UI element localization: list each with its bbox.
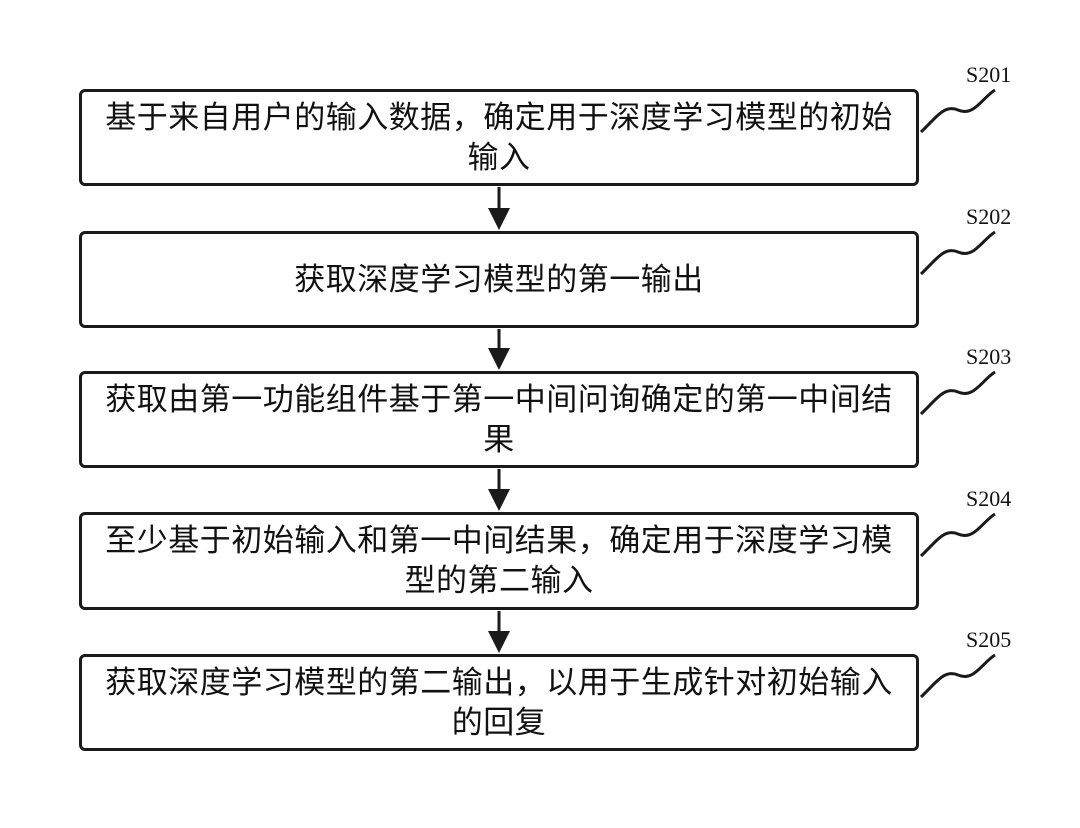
- arrow-s201-s202: [488, 187, 510, 230]
- step-label-s203: S203: [966, 344, 1012, 369]
- step-text-s203: 获取由第一功能组件基于第一中间问询确定的第一中间结果: [105, 381, 893, 458]
- step-box-s201: 基于来自用户的输入数据，确定用于深度学习模型的初始输入: [79, 89, 919, 186]
- step-box-s204: 至少基于初始输入和第一中间结果，确定用于深度学习模型的第二输入: [79, 512, 919, 610]
- step-box-s203: 获取由第一功能组件基于第一中间问询确定的第一中间结果: [79, 371, 919, 468]
- step-box-s205: 获取深度学习模型的第二输出，以用于生成针对初始输入的回复: [79, 654, 919, 751]
- step-label-s205: S205: [966, 627, 1012, 652]
- leader-curve-s201: [919, 88, 996, 134]
- step-label-s204: S204: [966, 486, 1012, 511]
- leader-curve-s202: [919, 230, 996, 276]
- arrow-s204-s205: [488, 611, 510, 653]
- step-label-s202: S202: [966, 204, 1012, 229]
- step-text-s202: 获取深度学习模型的第一输出: [294, 261, 704, 298]
- step-label-s201: S201: [966, 62, 1012, 87]
- step-box-s202: 获取深度学习模型的第一输出: [79, 231, 919, 328]
- leader-curve-s205: [919, 653, 996, 699]
- step-text-s204: 至少基于初始输入和第一中间结果，确定用于深度学习模型的第二输入: [105, 523, 893, 599]
- arrow-s202-s203: [488, 329, 510, 370]
- step-text-s201: 基于来自用户的输入数据，确定用于深度学习模型的初始输入: [105, 99, 893, 176]
- leader-curve-s203: [919, 370, 996, 416]
- arrow-s203-s204: [488, 469, 510, 511]
- leader-curve-s204: [919, 512, 996, 558]
- step-text-s205: 获取深度学习模型的第二输出，以用于生成针对初始输入的回复: [105, 664, 893, 741]
